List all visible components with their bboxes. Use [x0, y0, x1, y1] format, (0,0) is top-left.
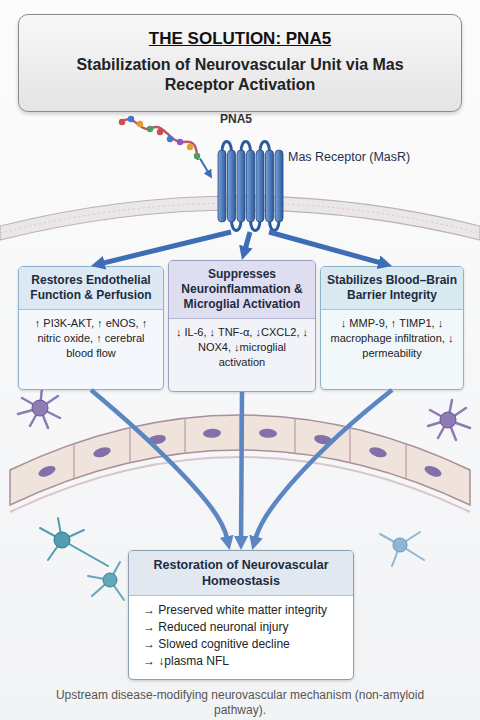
- outcome-item: → Slowed cognitive decline: [129, 636, 353, 653]
- receptor-helix: [247, 150, 255, 222]
- vessel-wall: [10, 415, 470, 505]
- peptide-node: PNA5: [120, 116, 200, 166]
- endothelial-nucleus: [92, 445, 112, 459]
- box-body: ↑ PI3K-AKT, ↑ eNOS, ↑ nitric oxide, ↑ ce…: [19, 310, 163, 367]
- endothelial-nucleus: [423, 464, 443, 479]
- peptide-bead: [119, 119, 125, 125]
- effect-box: Suppresses Neuroinflammation & Microglia…: [168, 260, 316, 392]
- microglia-body: [440, 412, 456, 428]
- neuron-dendrite: [88, 562, 124, 600]
- receptor-node: Mas Receptor (MasR): [212, 140, 288, 232]
- outcome-item: → Reduced neuronal injury: [129, 619, 353, 636]
- peptide-bead: [167, 136, 173, 142]
- peptide-chain: [122, 119, 198, 160]
- flow-arrow: [239, 392, 244, 544]
- neuron-body: [103, 573, 117, 587]
- peptide-bead: [157, 129, 163, 135]
- microglia-process: [428, 400, 470, 440]
- receptor-helix: [256, 150, 264, 222]
- box-heading: Suppresses Neuroinflammation & Microglia…: [169, 261, 315, 319]
- blood-vessel: [10, 415, 470, 512]
- effect-box: Stabilizes Blood–Brain Barrier Integrity…: [320, 266, 464, 390]
- title-heading: THE SOLUTION: PNA5: [29, 29, 451, 49]
- effect-box: Restores Endothelial Function & Perfusio…: [18, 266, 164, 390]
- microglia-cell: [428, 400, 470, 440]
- peptide-bead: [128, 116, 134, 122]
- receptor-helix: [275, 150, 283, 222]
- endothelial-nucleus: [37, 464, 57, 479]
- neuron-body: [54, 532, 70, 548]
- microglia-process: [18, 388, 60, 428]
- flow-arrow: [91, 390, 228, 544]
- receptor-helix: [266, 150, 274, 222]
- title-box: THE SOLUTION: PNA5Stabilization of Neuro…: [18, 14, 462, 112]
- endothelial-nucleus: [203, 428, 221, 438]
- outcome-item: → Preserved white matter integrity: [129, 602, 353, 619]
- receptor-symbol: [218, 142, 283, 231]
- box-body: ↓ IL-6, ↓ TNF-α, ↓CXCL2, ↓ NOX4, ↓microg…: [169, 319, 315, 376]
- flow-arrow: [254, 390, 392, 544]
- endothelial-nucleus: [147, 434, 166, 446]
- caption-text: Upstream disease-modifying neurovascular…: [40, 688, 440, 718]
- box-heading: Restoration of Neurovascular Homeostasis: [129, 551, 353, 596]
- peptide-bead: [137, 121, 143, 127]
- flow-arrow: [244, 232, 250, 254]
- neuron-body: [393, 538, 407, 552]
- microglia-body: [32, 400, 48, 416]
- title-subheading: Stabilization of Neurovascular Unit via …: [29, 55, 451, 95]
- neuron-dendrite: [40, 518, 108, 566]
- box-body: ↓ MMP-9, ↑ TIMP1, ↓ macrophage infiltrat…: [321, 310, 463, 367]
- endothelial-nucleus: [313, 434, 332, 446]
- peptide-bead: [177, 139, 183, 145]
- neuron-cell: [40, 518, 108, 566]
- peptide-label: PNA5: [220, 112, 252, 126]
- flow-arrow: [200, 159, 210, 177]
- peptide-bead: [147, 126, 153, 132]
- neuron-cell: [88, 562, 124, 600]
- outcome-box: Restoration of Neurovascular Homeostasis…: [128, 550, 354, 680]
- peptide-bead: [187, 144, 193, 150]
- endothelial-nucleus: [368, 445, 388, 459]
- receptor-label: Mas Receptor (MasR): [288, 150, 410, 164]
- peptide-symbol: [119, 116, 200, 160]
- box-heading: Restores Endothelial Function & Perfusio…: [19, 267, 163, 310]
- receptor-helix: [237, 150, 245, 222]
- box-heading: Stabilizes Blood–Brain Barrier Integrity: [321, 267, 463, 310]
- endothelial-nucleus: [259, 428, 277, 438]
- outcome-item: → ↓plasma NFL: [129, 653, 353, 670]
- receptor-helix: [218, 150, 226, 222]
- receptor-helix: [228, 150, 236, 222]
- peptide-bead: [194, 153, 200, 159]
- neuron-dendrite: [380, 532, 424, 566]
- neuron-cell: [380, 532, 424, 566]
- cell-junction: [74, 415, 406, 479]
- microglia-cell: [18, 388, 60, 428]
